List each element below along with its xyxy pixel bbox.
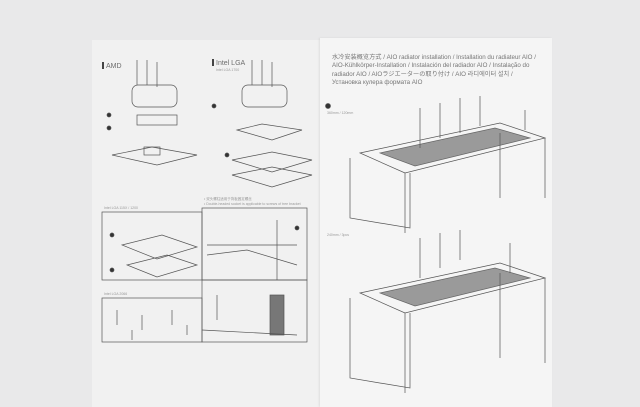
manual-left-page: AMD Intel LGA Intel LGA 1700 Intel LGA 1…	[92, 40, 322, 407]
note-chinese: • 双头螺柱适用于背板固定螺丝	[204, 197, 252, 201]
step2-label: 240mm / 3pcs	[327, 233, 349, 237]
note-english: • Double-headed socket is applicable to …	[204, 202, 301, 206]
aio-installation-title: 水冷安装概览方式 / AIO radiator installation / I…	[332, 54, 536, 87]
radiator-diagrams	[325, 96, 547, 393]
intel-1150-label: Intel LGA 115X / 1200	[104, 206, 138, 210]
installation-diagrams-left	[101, 60, 313, 343]
manual-right-page: 水冷安装概览方式 / AIO radiator installation / I…	[320, 38, 552, 407]
intel-heading: Intel LGA	[212, 59, 245, 67]
intel-subheading: Intel LGA 1700	[216, 68, 240, 72]
amd-heading: AMD	[102, 62, 122, 70]
step1-label: 360mm / 120mm	[327, 111, 354, 115]
intel-2066-label: Intel LGA 2066	[104, 292, 128, 296]
